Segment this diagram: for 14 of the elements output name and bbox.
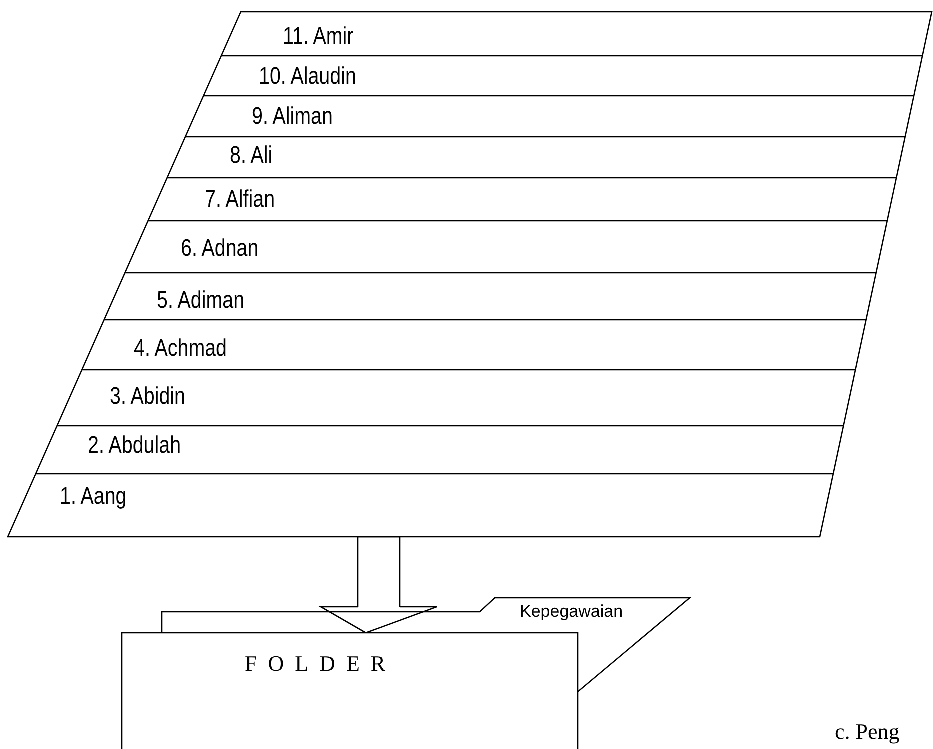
list-entry: 9. Aliman — [252, 105, 333, 129]
list-entry: 5. Adiman — [157, 289, 245, 313]
folder-title: FOLDER — [245, 653, 397, 675]
list-entry: 2. Abdulah — [88, 434, 182, 458]
list-entry: 7. Alfian — [205, 188, 276, 212]
list-entry: 10. Alaudin — [259, 65, 356, 89]
list-entry: 1. Aang — [60, 485, 127, 509]
list-entry: 8. Ali — [230, 144, 273, 168]
list-entry: 11. Amir — [283, 25, 354, 49]
folder-tab-label: Kepegawaian — [520, 603, 624, 620]
list-entry: 6. Adnan — [181, 237, 259, 261]
list-entry: 4. Achmad — [134, 337, 227, 361]
note-text: c. Peng — [835, 721, 900, 743]
list-entry: 3. Abidin — [110, 385, 186, 409]
